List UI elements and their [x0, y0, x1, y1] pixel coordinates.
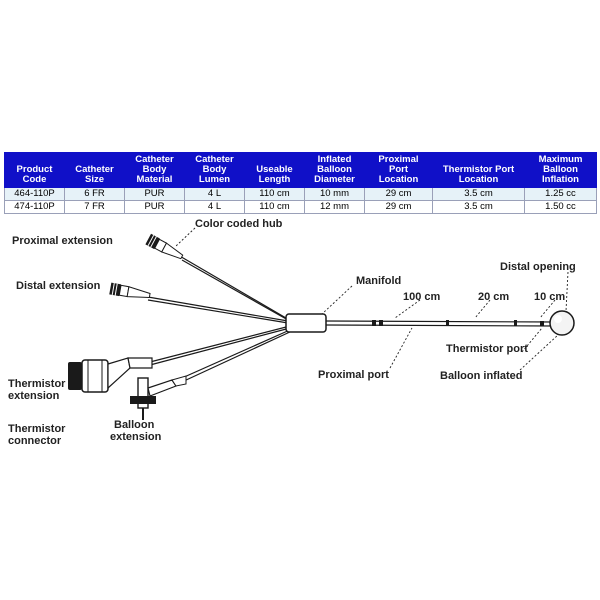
table-cell: 12 mm	[304, 200, 365, 214]
label-balloon-extension-2: extension	[110, 431, 162, 443]
label-distal-extension: Distal extension	[16, 280, 101, 292]
table-cell: 29 cm	[364, 200, 433, 214]
balloon-tip-icon	[549, 310, 575, 336]
table-cell: 10 mm	[304, 187, 365, 201]
depth-mark	[379, 320, 383, 326]
label-thermistor-extension-2: extension	[8, 390, 60, 402]
table-cell: 464-110P	[4, 187, 65, 201]
catheter-body	[325, 320, 557, 327]
distal-extension-tube-b	[147, 299, 289, 324]
table-cell: 3.5 cm	[432, 200, 525, 214]
stopcock-valve-icon	[130, 375, 187, 420]
table-cell: 1.50 cc	[524, 200, 597, 214]
proximal-extension-tube-b	[181, 259, 289, 321]
label-20cm: 20 cm	[478, 291, 509, 303]
distal-extension-tube	[147, 296, 289, 322]
table-cell: 474-110P	[4, 200, 65, 214]
thermistor-extension-tube-b	[149, 327, 291, 366]
table-cell: 7 FR	[64, 200, 125, 214]
depth-mark	[514, 320, 517, 326]
proximal-extension-tube	[177, 254, 287, 319]
table-cell: 1.25 cc	[524, 187, 597, 201]
label-10cm: 10 cm	[534, 291, 565, 303]
table-cell: 6 FR	[64, 187, 125, 201]
balloon-extension-tube-b	[183, 330, 293, 382]
table-cell: PUR	[124, 187, 185, 201]
extension-tubes	[147, 254, 293, 382]
depth-mark	[372, 320, 376, 326]
table-cell: PUR	[124, 200, 185, 214]
balloon-extension-tube	[181, 328, 293, 379]
thermistor-extension-tube	[149, 325, 291, 363]
table-row: 474-110P 7 FR PUR 4 L 110 cm 12 mm 29 cm…	[4, 200, 597, 214]
label-100cm: 100 cm	[403, 291, 441, 303]
label-manifold: Manifold	[356, 275, 401, 287]
depth-mark	[446, 320, 449, 326]
label-balloon-inflated: Balloon inflated	[440, 370, 523, 382]
manifold-icon	[285, 313, 327, 333]
thermistor-port-mark	[540, 321, 544, 326]
leader-lines	[175, 227, 569, 371]
table-row: 464-110P 6 FR PUR 4 L 110 cm 10 mm 29 cm…	[4, 187, 597, 201]
table-cell: 4 L	[184, 187, 245, 201]
label-thermistor-extension: Thermistor	[8, 378, 66, 390]
label-proximal-extension: Proximal extension	[12, 235, 113, 247]
table-cell: 4 L	[184, 200, 245, 214]
label-thermistor-port: Thermistor port	[446, 343, 528, 355]
distal-hub-icon	[109, 282, 151, 298]
label-distal-opening: Distal opening	[500, 261, 576, 273]
balloon-highlight	[554, 315, 562, 323]
label-thermistor-connector-2: connector	[8, 435, 62, 447]
proximal-hub-icon	[145, 233, 184, 260]
thermistor-connector-icon	[68, 357, 153, 393]
label-proximal-port: Proximal port	[318, 369, 389, 381]
label-color-coded-hub: Color coded hub	[195, 218, 283, 230]
table-cell: 3.5 cm	[432, 187, 525, 201]
label-balloon-extension: Balloon	[114, 419, 155, 431]
label-thermistor-connector: Thermistor	[8, 423, 66, 435]
